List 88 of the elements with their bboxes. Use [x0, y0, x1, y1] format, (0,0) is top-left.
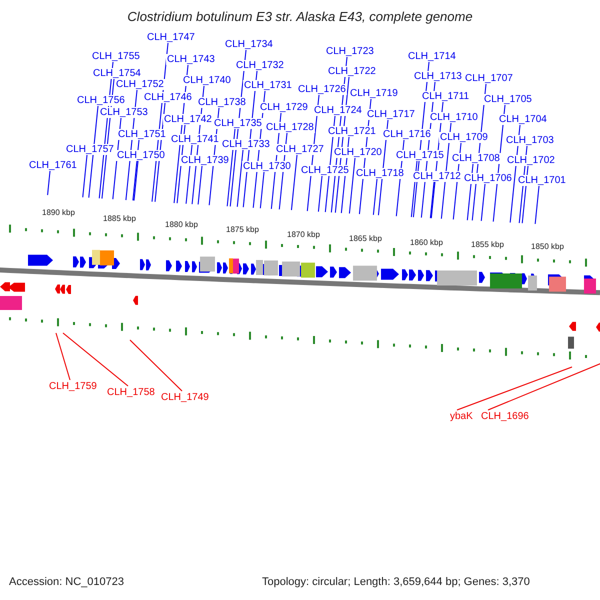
gene-label: CLH_1718 [355, 168, 405, 179]
gene-label: CLH_1709 [439, 132, 489, 143]
gene-label: CLH_1750 [116, 150, 166, 161]
gene-label: CLH_1708 [451, 153, 501, 164]
gene-label: CLH_1712 [412, 171, 462, 182]
gene-label: CLH_1707 [464, 73, 514, 84]
gene-label: CLH_1714 [407, 51, 457, 62]
gene-label: CLH_1701 [517, 175, 567, 186]
gene-label: CLH_1758 [106, 387, 156, 398]
scale-label: 1865 kbp [349, 234, 382, 244]
gene-label: CLH_1696 [480, 411, 530, 422]
gene-label: CLH_1702 [506, 155, 556, 166]
gene-label: CLH_1757 [65, 144, 115, 155]
gene-label: CLH_1715 [395, 150, 445, 161]
gene-label: CLH_1738 [197, 97, 247, 108]
scale-label: 1885 kbp [103, 214, 136, 224]
gene-label: CLH_1743 [166, 54, 216, 65]
gene-label: CLH_1734 [224, 39, 274, 50]
leader-line [130, 340, 182, 392]
leader-line [480, 184, 486, 222]
gene-label: CLH_1722 [327, 66, 377, 77]
gene-label: CLH_1727 [275, 144, 325, 155]
gene-label: CLH_1706 [463, 173, 513, 184]
gene-label: CLH_1741 [170, 134, 220, 145]
leader-line [260, 172, 264, 209]
gene-label: CLH_1710 [429, 112, 479, 123]
leader-line [318, 176, 322, 212]
gene-label: CLH_1761 [28, 160, 78, 171]
leader-line [88, 106, 98, 198]
leader-line [372, 178, 378, 216]
leader-line [82, 154, 88, 198]
gene-label: CLH_1753 [99, 107, 149, 118]
gene-label: CLH_1747 [146, 32, 196, 43]
scale-label: 1880 kbp [165, 220, 198, 230]
gene-label: CLH_1725 [300, 165, 350, 176]
gene-label: CLH_1724 [313, 105, 363, 116]
gene-label: CLH_1716 [382, 129, 432, 140]
gene-label: CLH_1713 [413, 71, 463, 82]
leader-line [348, 158, 356, 214]
gene-label: CLH_1726 [297, 84, 347, 95]
gene-label: CLH_1721 [327, 126, 377, 137]
gene-label: CLH_1720 [333, 147, 383, 158]
scale-label: 1850 kbp [531, 242, 564, 252]
gene-label: CLH_1749 [160, 392, 210, 403]
leader-line [236, 150, 244, 208]
gene-label: CLH_1704 [498, 114, 548, 125]
gene-label: CLH_1705 [483, 94, 533, 105]
leader-line [56, 332, 70, 380]
footer-text: Topology: circular; Length: 3,659,644 bp; Genes: 3,370 [262, 575, 530, 589]
gene-label: CLH_1755 [91, 51, 141, 62]
gene-label: CLH_1754 [92, 68, 142, 79]
leader-line [134, 160, 138, 202]
footer-text: Accession: NC_010723 [9, 575, 124, 589]
gene-label: CLH_1733 [221, 139, 271, 150]
gene-label: CLH_1732 [235, 60, 285, 71]
gene-label: CLH_1756 [76, 95, 126, 106]
gene-label: ybaK [449, 411, 474, 422]
leader-line [47, 170, 50, 196]
title: Clostridium botulinum E3 str. Alaska E43, complete genome [126, 9, 474, 25]
gene-label: CLH_1728 [265, 122, 315, 133]
gene-label: CLH_1711 [421, 91, 470, 102]
gene-label: CLH_1752 [115, 79, 165, 90]
gene-label: CLH_1746 [143, 92, 193, 103]
gene-label: CLH_1731 [243, 80, 293, 91]
scale-label: 1875 kbp [226, 225, 259, 235]
scale-label: 1855 kbp [471, 240, 504, 250]
gene-label: CLH_1739 [180, 155, 230, 166]
scale-label: 1890 kbp [42, 208, 75, 218]
gene-label: CLH_1717 [366, 109, 416, 120]
gene-label: CLH_1729 [259, 102, 309, 113]
scale-label: 1870 kbp [287, 230, 320, 240]
gene-label: CLH_1703 [505, 135, 555, 146]
scale-label: 1860 kbp [410, 238, 443, 248]
leader-line [290, 154, 298, 211]
leader-line [488, 362, 600, 410]
leader-line [62, 332, 128, 386]
leader-line [430, 182, 434, 219]
gene-label: CLH_1723 [325, 46, 375, 57]
gene-label: CLH_1759 [48, 381, 98, 392]
gene-label: CLH_1735 [213, 118, 263, 129]
gene-label: CLH_1742 [163, 114, 213, 125]
gene-label: CLH_1730 [242, 161, 292, 172]
leader-line [456, 366, 572, 410]
gene-label: CLH_1740 [182, 75, 232, 86]
gene-label: CLH_1719 [349, 88, 399, 99]
leader-line [198, 166, 202, 205]
gene-label: CLH_1751 [117, 129, 167, 140]
leader-line [534, 186, 540, 224]
